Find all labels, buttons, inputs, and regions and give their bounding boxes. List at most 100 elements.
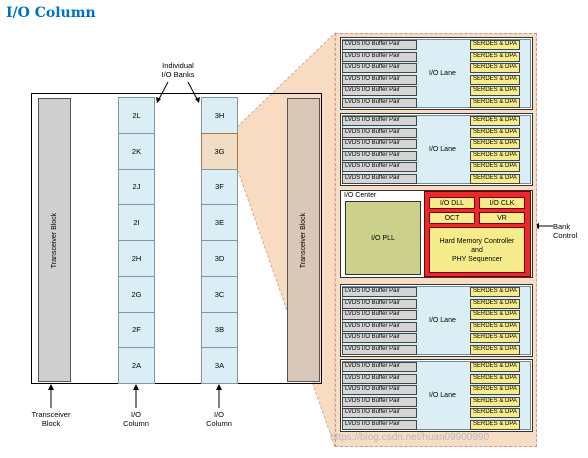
- serdes-dpa: SERDES & DPA: [470, 385, 520, 395]
- serdes-dpa: SERDES & DPA: [470, 51, 520, 62]
- io-bank-3d: 3D: [201, 240, 238, 277]
- serdes-dpa: SERDES & DPA: [470, 396, 520, 407]
- serdes-dpa: SERDES & DPA: [470, 74, 520, 85]
- serdes-dpa: SERDES & DPA: [470, 139, 520, 149]
- io-bank-3g: 3G: [201, 132, 238, 170]
- transceiver-caption-line2: Block: [41, 419, 61, 428]
- io-lane-background: [342, 115, 531, 184]
- oct: OCT: [429, 212, 475, 224]
- serdes-dpa: SERDES & DPA: [470, 127, 520, 138]
- lvds-buffer-pair: LVDS I/O Buffer Pair: [342, 287, 417, 297]
- lvds-buffer-pair: LVDS I/O Buffer Pair: [342, 74, 417, 85]
- io-column-right-caption-line1: I/O: [213, 410, 224, 419]
- lvds-buffer-pair: LVDS I/O Buffer Pair: [342, 173, 417, 184]
- lvds-buffer-pair: LVDS I/O Buffer Pair: [342, 310, 417, 320]
- transceiver-block-right-label: Transceiver Block: [300, 212, 307, 268]
- lvds-buffer-pair: LVDS I/O Buffer Pair: [342, 86, 417, 96]
- lvds-buffer-pair: LVDS I/O Buffer Pair: [342, 321, 417, 332]
- lvds-buffer-pair: LVDS I/O Buffer Pair: [342, 385, 417, 395]
- serdes-dpa: SERDES & DPA: [470, 310, 520, 320]
- lvds-buffer-pair: LVDS I/O Buffer Pair: [342, 344, 417, 355]
- transceiver-block-left: Transceiver Block: [38, 98, 71, 382]
- io-lane-label: I/O Lane: [429, 70, 456, 77]
- serdes-dpa: SERDES & DPA: [470, 362, 520, 372]
- lvds-buffer-pair: LVDS I/O Buffer Pair: [342, 150, 417, 161]
- io-bank-3c: 3C: [201, 275, 238, 313]
- io-pll: I/O PLL: [345, 201, 421, 275]
- bank-control-block: I/O DLL I/O CLK OCT VR Hard Memory Contr…: [424, 191, 531, 277]
- vr: VR: [479, 212, 525, 224]
- hmc-line3: PHY Sequencer: [451, 255, 503, 263]
- serdes-dpa: SERDES & DPA: [470, 173, 520, 184]
- bank-control-line2: Control: [553, 231, 578, 240]
- io-bank-2g: 2G: [118, 275, 155, 313]
- page-title: I/O Column: [6, 5, 96, 21]
- lvds-buffer-pair: LVDS I/O Buffer Pair: [342, 373, 417, 384]
- lvds-buffer-pair: LVDS I/O Buffer Pair: [342, 298, 417, 309]
- lvds-buffer-pair: LVDS I/O Buffer Pair: [342, 333, 417, 343]
- io-bank-2j: 2J: [118, 168, 155, 206]
- io-column-left-caption: I/O Column: [111, 410, 161, 428]
- io-lane-label: I/O Lane: [429, 392, 456, 399]
- io-bank-2h: 2H: [118, 240, 155, 277]
- lvds-buffer-pair: LVDS I/O Buffer Pair: [342, 162, 417, 172]
- io-bank-2a: 2A: [118, 347, 155, 384]
- device-frame: [31, 93, 322, 384]
- serdes-dpa: SERDES & DPA: [470, 97, 520, 108]
- lvds-buffer-pair: LVDS I/O Buffer Pair: [342, 139, 417, 149]
- lvds-buffer-pair: LVDS I/O Buffer Pair: [342, 63, 417, 73]
- io-bank-3h: 3H: [201, 97, 238, 134]
- serdes-dpa: SERDES & DPA: [470, 40, 520, 50]
- serdes-dpa: SERDES & DPA: [470, 298, 520, 309]
- io-bank-2i: 2I: [118, 204, 155, 241]
- individual-banks-label: Individual I/O Banks: [148, 61, 208, 79]
- io-center: I/O Center I/O PLL I/O DLL I/O CLK OCT V…: [340, 190, 533, 278]
- serdes-dpa: SERDES & DPA: [470, 344, 520, 355]
- serdes-dpa: SERDES & DPA: [470, 419, 520, 430]
- lvds-buffer-pair: LVDS I/O Buffer Pair: [342, 419, 417, 430]
- serdes-dpa: SERDES & DPA: [470, 333, 520, 343]
- serdes-dpa: SERDES & DPA: [470, 162, 520, 172]
- io-clk: I/O CLK: [479, 197, 525, 209]
- serdes-dpa: SERDES & DPA: [470, 408, 520, 418]
- io-bank-3b: 3B: [201, 311, 238, 349]
- individual-banks-line2: I/O Banks: [161, 70, 195, 79]
- io-bank-2k: 2K: [118, 132, 155, 170]
- serdes-dpa: SERDES & DPA: [470, 150, 520, 161]
- lvds-buffer-pair: LVDS I/O Buffer Pair: [342, 362, 417, 372]
- lvds-buffer-pair: LVDS I/O Buffer Pair: [342, 116, 417, 126]
- lvds-buffer-pair: LVDS I/O Buffer Pair: [342, 51, 417, 62]
- io-lane-background: [342, 39, 531, 108]
- serdes-dpa: SERDES & DPA: [470, 321, 520, 332]
- io-lane-background: [342, 361, 531, 430]
- lvds-buffer-pair: LVDS I/O Buffer Pair: [342, 408, 417, 418]
- io-column-left-caption-line1: I/O: [130, 410, 141, 419]
- bank-control-label: Bank Control: [553, 222, 587, 240]
- transceiver-block-left-label: Transceiver Block: [51, 212, 58, 268]
- hmc-line1: Hard Memory Controller: [439, 237, 515, 245]
- io-column-right-caption: I/O Column: [194, 410, 244, 428]
- io-lane-background: [342, 286, 531, 355]
- io-bank-3f: 3F: [201, 168, 238, 206]
- lvds-buffer-pair: LVDS I/O Buffer Pair: [342, 396, 417, 407]
- hard-memory-controller: Hard Memory Controller and PHY Sequencer: [429, 227, 525, 273]
- watermark: https://blog.csdn.net/huan09900990: [330, 432, 490, 443]
- bank-control-line1: Bank: [553, 222, 571, 231]
- io-lane-label: I/O Lane: [429, 317, 456, 324]
- io-dll: I/O DLL: [429, 197, 475, 209]
- io-column-right-caption-line2: Column: [206, 419, 232, 428]
- io-lane-label: I/O Lane: [429, 146, 456, 153]
- transceiver-block-right: Transceiver Block: [287, 98, 320, 382]
- lvds-buffer-pair: LVDS I/O Buffer Pair: [342, 40, 417, 50]
- lvds-buffer-pair: LVDS I/O Buffer Pair: [342, 97, 417, 108]
- hmc-line2: and: [471, 246, 483, 254]
- io-bank-3a: 3A: [201, 347, 238, 384]
- serdes-dpa: SERDES & DPA: [470, 373, 520, 384]
